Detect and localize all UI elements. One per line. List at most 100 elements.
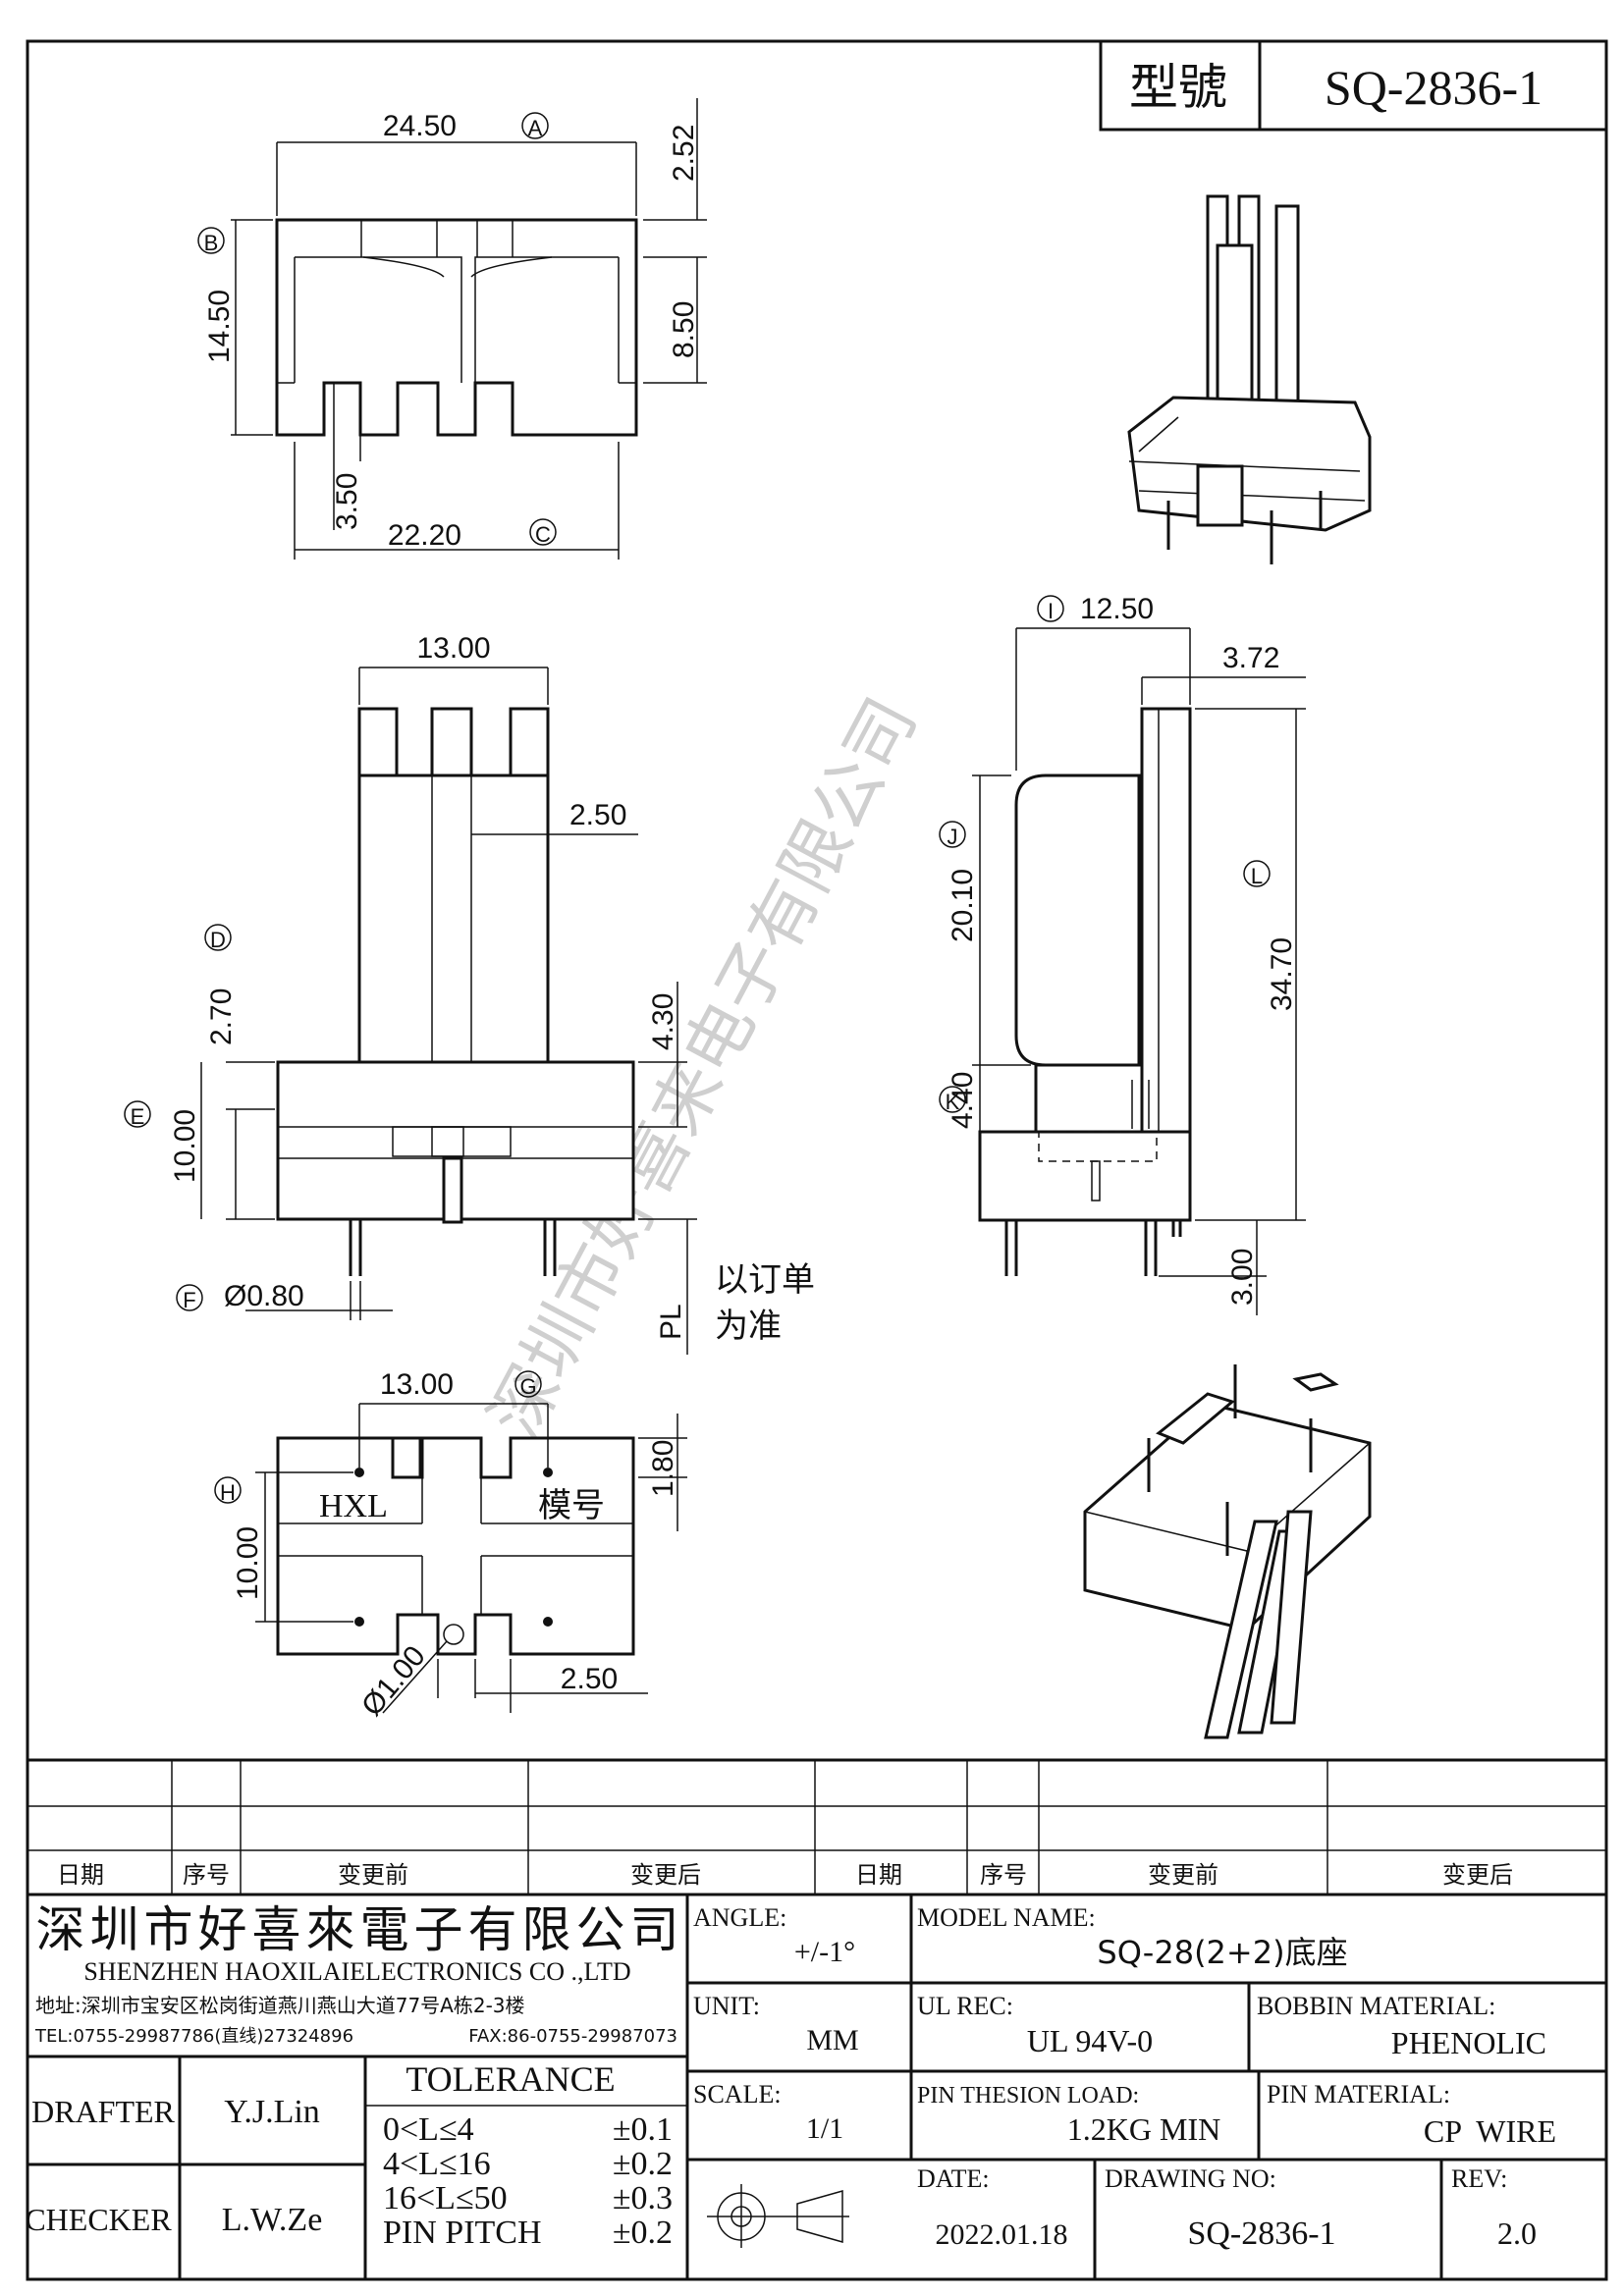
circle-h: H [220, 1480, 236, 1505]
dim-pin-dia: Ø0.80 [224, 1280, 304, 1312]
bobbin-material: PHENOLIC [1391, 2025, 1546, 2060]
circle-e: E [131, 1104, 145, 1129]
rev-header-before-2: 变更前 [1148, 1861, 1218, 1889]
dim-pin-w: 2.50 [569, 799, 626, 831]
dim-bottom-pin-w: 2.50 [561, 1663, 618, 1695]
dim-height-b: 14.50 [203, 290, 236, 363]
dim-side-total-l: 34.70 [1266, 937, 1298, 1011]
pin-material-label: PIN MATERIAL: [1267, 2080, 1450, 2109]
tol-value-1: ±0.1 [613, 2111, 673, 2148]
side-view: 12.50 I 3.72 20.10 J 4.40 K 34.70 L 3.00 [939, 593, 1306, 1315]
front-view: 13.00 2.50 2.70 D 10.00 E 4.30 Ø0.80 F P… [124, 632, 815, 1355]
tol-value-3: ±0.3 [613, 2180, 673, 2216]
mark-hxl: HXL [319, 1488, 388, 1524]
checker-name: L.W.Ze [222, 2202, 323, 2238]
drafter-name: Y.J.Lin [224, 2094, 320, 2130]
rev-value: 2.0 [1497, 2216, 1537, 2251]
circle-l: L [1251, 864, 1263, 888]
circle-f: F [183, 1288, 195, 1312]
tol-range-3: 16<L≤50 [383, 2180, 508, 2216]
model-label: 型號 [1129, 59, 1227, 116]
scale-label: SCALE: [693, 2080, 782, 2109]
rev-header-seq-2: 序号 [980, 1861, 1027, 1889]
bottom-view: HXL 模号 13.00 G 10.00 H 1.80 2.50 Ø1.00 [214, 1368, 687, 1722]
company-en: SHENZHEN HAOXILAIELECTRONICS CO .,LTD [83, 1957, 630, 1986]
pl-label: PL [655, 1304, 687, 1340]
checker-label: CHECKER [25, 2202, 172, 2237]
rev-label: REV: [1451, 2164, 1507, 2193]
circle-i: I [1048, 599, 1054, 623]
dim-base-h-k: 4.40 [947, 1072, 979, 1129]
dim-pin-len: 3.00 [1226, 1249, 1259, 1306]
rev-header-before: 变更前 [338, 1861, 408, 1889]
dim-bottom-h-h: 10.00 [232, 1526, 264, 1600]
bobbin-material-label: BOBBIN MATERIAL: [1257, 1992, 1495, 2020]
ul-rec-label: UL REC: [917, 1992, 1013, 2020]
dim-top-width: 24.50 [383, 110, 457, 142]
angle-label: ANGLE: [693, 1903, 786, 1932]
rev-header-after-2: 变更后 [1442, 1861, 1513, 1889]
model-header-box: 型號 SQ-2836-1 [1099, 39, 1608, 132]
rev-header-after: 变更后 [630, 1861, 701, 1889]
model-name: SQ-28(2+2)底座 [1097, 1934, 1347, 1971]
circle-c: C [535, 522, 551, 547]
tol-range-4: PIN PITCH [383, 2215, 542, 2251]
dim-slot-h: 3.50 [331, 473, 363, 530]
title-block: 深圳市好喜來電子有限公司 SHENZHEN HAOXILAIELECTRONIC… [25, 1893, 1608, 2281]
tol-value-4: ±0.2 [613, 2215, 673, 2251]
rev-header-seq: 序号 [183, 1861, 230, 1889]
model-name-label: MODEL NAME: [917, 1903, 1096, 1932]
top-view: 24.50 A 2.52 14.50 B 8.50 3.50 22.20 C [197, 98, 707, 560]
dim-side-h-j: 20.10 [947, 869, 979, 942]
tol-value-2: ±0.2 [613, 2146, 673, 2182]
pin-load-label: PIN THESION LOAD: [917, 2083, 1139, 2109]
address: 地址:深圳市宝安区松岗街道燕川燕山大道77号A栋2-3楼 [35, 1994, 525, 2017]
revision-table: 日期 序号 变更前 变更后 日期 序号 变更前 变更后 [26, 1758, 1608, 1896]
drawing-no: SQ-2836-1 [1187, 2216, 1335, 2252]
rev-header-date-2: 日期 [855, 1861, 902, 1889]
order-note-2: 为准 [715, 1307, 782, 1346]
drafter-label: DRAFTER [31, 2094, 175, 2129]
pin-material: CP WIRE [1424, 2113, 1556, 2149]
unit-value: MM [806, 2024, 858, 2056]
dim-bottom-w-g: 13.00 [380, 1368, 454, 1401]
circle-b: B [204, 231, 219, 255]
isometric-bottom [1083, 1364, 1372, 1739]
projection-symbol [707, 2184, 849, 2248]
drawing-no-label: DRAWING NO: [1105, 2164, 1276, 2193]
model-value: SQ-2836-1 [1325, 60, 1543, 115]
circle-j: J [947, 825, 958, 849]
tel: TEL:0755-29987786(直线)27324896 [34, 2026, 353, 2047]
dim-bottom-top: 1.80 [647, 1440, 679, 1497]
dim-pin-h-d: 2.70 [205, 988, 238, 1045]
dim-front-w: 13.00 [416, 632, 490, 665]
company-cn: 深圳市好喜來電子有限公司 [36, 1901, 679, 1958]
scale-value: 1/1 [806, 2112, 843, 2145]
tol-range-1: 0<L≤4 [383, 2111, 474, 2148]
dim-bottom-w: 22.20 [388, 519, 461, 552]
dim-top-gap: 2.52 [668, 125, 700, 182]
circle-a: A [528, 116, 543, 140]
fax: FAX:86-0755-29987073 [468, 2026, 677, 2047]
date-label: DATE: [917, 2164, 990, 2193]
pin-load: 1.2KG MIN [1067, 2111, 1220, 2147]
angle-value: +/-1° [794, 1936, 855, 1968]
circle-k: K [946, 1090, 960, 1114]
ul-rec: UL 94V-0 [1027, 2023, 1153, 2058]
dim-side-offset: 3.72 [1222, 642, 1279, 674]
circle-d: D [210, 928, 226, 952]
mark-mold: 模号 [538, 1486, 605, 1525]
dim-side-w: 12.50 [1080, 593, 1154, 625]
tolerance-title: TOLERANCE [406, 2059, 615, 2099]
dim-flange-h: 4.30 [647, 993, 679, 1050]
order-note-1: 以订单 [715, 1260, 815, 1300]
rev-header-date: 日期 [57, 1861, 104, 1889]
tol-range-2: 4<L≤16 [383, 2146, 491, 2182]
isometric-top [1127, 194, 1372, 564]
unit-label: UNIT: [693, 1992, 760, 2020]
date-value: 2022.01.18 [936, 2218, 1068, 2251]
dim-height-e: 10.00 [169, 1109, 201, 1183]
dim-inner-h: 8.50 [668, 301, 700, 358]
